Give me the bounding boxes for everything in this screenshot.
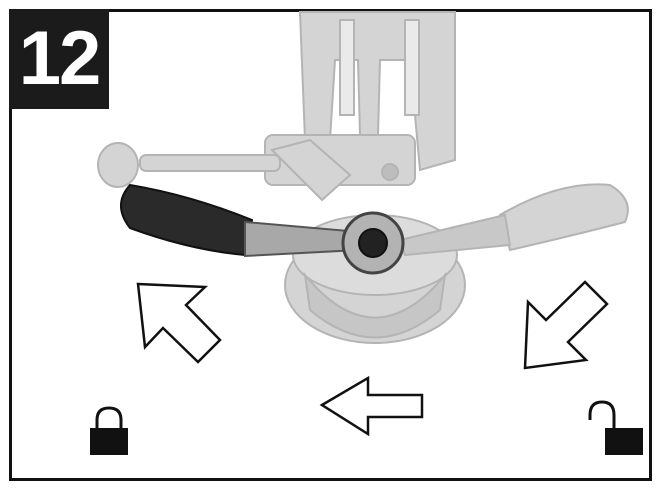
arrow-left-icon xyxy=(319,375,424,437)
arrow-down-left-icon xyxy=(523,280,609,370)
arrow-up-left-icon xyxy=(136,282,222,364)
active-ratchet-handle xyxy=(120,183,405,275)
closed-padlock-icon xyxy=(90,406,128,455)
handle-left-grip xyxy=(120,183,254,257)
fence-slot-left xyxy=(339,19,355,116)
lock-screw xyxy=(381,163,399,181)
fence-slot-right xyxy=(404,19,420,116)
lever-arm-ghost xyxy=(270,138,352,202)
clamp-knob xyxy=(97,142,139,188)
ghost-saw-parts xyxy=(97,11,629,344)
clamp-rod xyxy=(139,154,281,172)
rotary-table-front xyxy=(303,271,447,339)
ratchet-socket xyxy=(358,228,388,258)
open-padlock-icon xyxy=(588,400,643,455)
step-number-badge: 12 xyxy=(9,9,109,109)
handle-right-ghost xyxy=(498,183,629,252)
